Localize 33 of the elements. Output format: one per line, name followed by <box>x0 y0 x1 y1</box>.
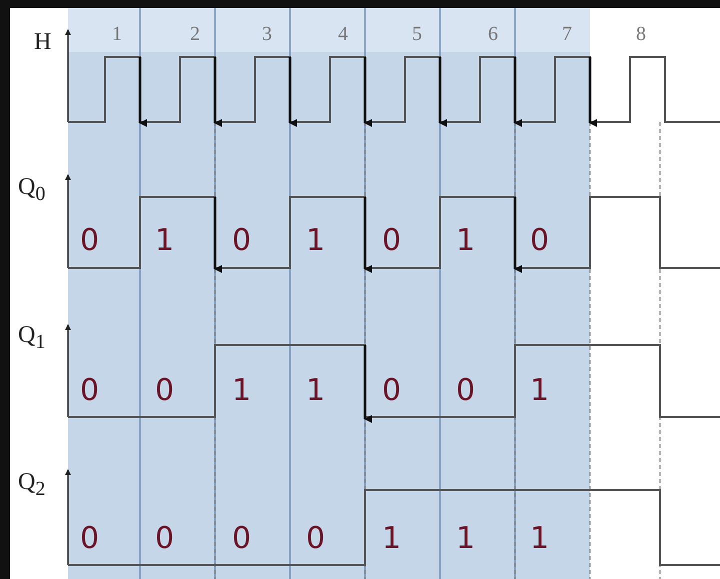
bit-value: 0 <box>530 226 550 256</box>
clock-cycle-number: 6 <box>488 24 498 44</box>
clock-cycle-number: 1 <box>112 24 122 44</box>
bit-value: 1 <box>232 376 252 406</box>
bit-value: 0 <box>306 524 326 554</box>
bit-value: 1 <box>306 226 326 256</box>
bit-value: 1 <box>456 524 476 554</box>
bit-value: 0 <box>232 524 252 554</box>
clock-cycle-number: 7 <box>562 24 572 44</box>
bit-value: 1 <box>306 376 326 406</box>
bit-value: 0 <box>80 226 100 256</box>
signal-label: Q$_{1}$ <box>18 323 46 352</box>
bit-value: 1 <box>530 376 550 406</box>
bit-value: 0 <box>155 524 174 554</box>
clock-cycle-number: 3 <box>262 24 272 44</box>
bit-value: 0 <box>456 376 476 406</box>
bit-value: 0 <box>382 226 402 256</box>
signal-label: H <box>34 30 52 54</box>
bit-value: 0 <box>382 376 402 406</box>
bit-value: 0 <box>80 524 100 554</box>
bit-value: 0 <box>80 376 100 406</box>
clock-cycle-number: 2 <box>190 24 200 44</box>
bit-value: 1 <box>456 226 476 256</box>
bit-value: 0 <box>232 226 252 256</box>
signal-label: Q$_{2}$ <box>18 470 46 499</box>
clock-cycle-number: 4 <box>338 24 348 44</box>
signal-label: Q$_{0}$ <box>18 175 46 204</box>
bit-value: 1 <box>155 226 174 256</box>
clock-cycle-number: 5 <box>412 24 422 44</box>
bit-value: 1 <box>382 524 402 554</box>
bit-value: 1 <box>530 524 550 554</box>
clock-cycle-number: 8 <box>636 24 646 44</box>
bit-value: 0 <box>155 376 174 406</box>
